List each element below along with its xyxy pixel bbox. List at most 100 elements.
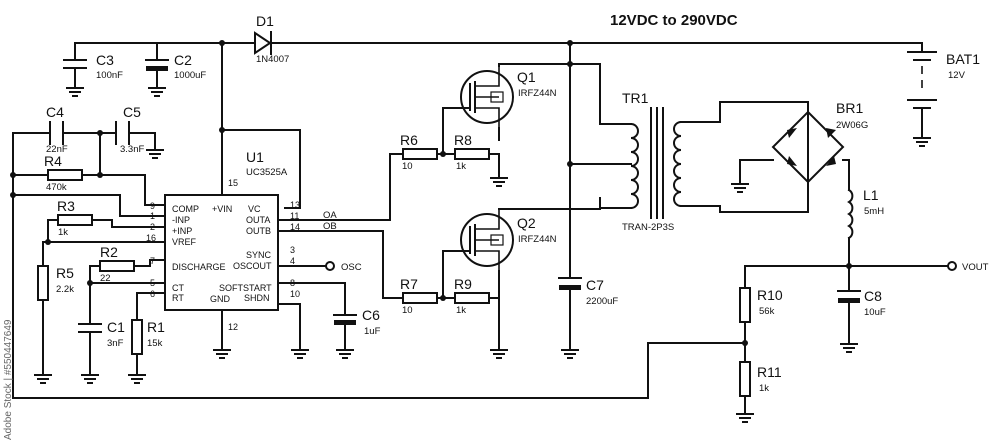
u1-pin-name-comp: COMP	[172, 204, 199, 214]
u1-value: UC3525A	[246, 167, 288, 178]
capacitor-c3	[63, 42, 87, 97]
u1-ref: U1	[246, 149, 264, 165]
osc-label: OSC	[341, 262, 362, 273]
r5-value: 2.2k	[56, 284, 74, 295]
mosfet-q1	[442, 63, 571, 155]
resistor-r2	[99, 260, 135, 272]
bat1-value: 12V	[948, 70, 966, 81]
u1-pin-name-oscout: OSCOUT	[233, 261, 272, 271]
br1-value: 2W06G	[836, 120, 868, 131]
u1-pin-13: 13	[290, 200, 300, 210]
u1-pin-14: 14	[290, 222, 300, 232]
u1-pin-4: 4	[290, 256, 295, 266]
r10-value: 56k	[759, 306, 775, 317]
transformer-tr1	[599, 101, 809, 219]
u1-pin-12: 12	[228, 322, 238, 332]
u1-pin-15: 15	[228, 178, 238, 188]
r4-value: 470k	[46, 182, 67, 193]
net-ob-label: OB	[323, 221, 337, 232]
tr1-value: TRAN-2P3S	[622, 222, 674, 233]
c5-ref: C5	[123, 104, 141, 120]
r9-ref: R9	[454, 276, 472, 292]
c8-value: 10uF	[864, 307, 886, 318]
u1-pin-name-vin: +VIN	[212, 204, 232, 214]
u1-pin-name-shdn: SHDN	[244, 293, 270, 303]
c5-value: 3.3nF	[120, 144, 144, 155]
r1-value: 15k	[147, 338, 163, 349]
c4-value: 22nF	[46, 144, 68, 155]
c7-value: 2200uF	[586, 296, 618, 307]
net-oa-label: OA	[323, 210, 337, 221]
vout-terminal	[947, 261, 957, 271]
u1-pin-3: 3	[290, 245, 295, 255]
resistor-r3	[57, 214, 93, 226]
resistor-r4	[47, 169, 83, 181]
r1-ref: R1	[147, 319, 165, 335]
r7-ref: R7	[400, 276, 418, 292]
u1-pin-name-outa: OUTA	[246, 215, 270, 225]
u1-pin-16: 16	[146, 233, 156, 243]
resistor-r7	[402, 292, 438, 304]
c6-ref: C6	[362, 307, 380, 323]
r2-value: 22	[100, 273, 111, 284]
resistor-r6	[402, 148, 438, 160]
d1-value: 1N4007	[256, 54, 289, 65]
resistor-r5	[37, 265, 49, 301]
c7-ref: C7	[586, 277, 604, 293]
u1-pin-11: 11	[290, 211, 299, 221]
q1-value: IRFZ44N	[518, 88, 557, 99]
r3-ref: R3	[57, 198, 75, 214]
u1-pin-name-inm: -INP	[172, 215, 190, 225]
tr1-ref: TR1	[622, 90, 649, 106]
u1-pin-name-discharge: DISCHARGE	[172, 262, 226, 272]
q2-value: IRFZ44N	[518, 234, 557, 245]
q2-ref: Q2	[517, 215, 536, 231]
u1-pin-name-vref: VREF	[172, 237, 197, 247]
r3-value: 1k	[58, 227, 68, 238]
r6-ref: R6	[400, 132, 418, 148]
c4-ref: C4	[46, 104, 64, 120]
r11-ref: R11	[757, 364, 782, 380]
d1-ref: D1	[256, 13, 274, 29]
r7-value: 10	[402, 305, 413, 316]
r2-ref: R2	[100, 244, 118, 260]
ic-u1	[164, 194, 279, 311]
r9-value: 1k	[456, 305, 466, 316]
bridge-rectifier-br1	[739, 110, 850, 191]
c1-value: 3nF	[107, 338, 124, 349]
u1-pin-name-ct: CT	[172, 283, 184, 293]
diode-d1	[254, 31, 272, 55]
r5-ref: R5	[56, 265, 74, 281]
resistor-r8	[454, 148, 490, 160]
osc-terminal	[325, 261, 335, 271]
l1-ref: L1	[863, 187, 879, 203]
resistor-r11	[739, 361, 751, 397]
watermark-text: Adobe Stock | #550447649	[3, 319, 14, 440]
q1-ref: Q1	[517, 69, 536, 85]
c3-value: 100nF	[96, 70, 123, 81]
u1-pin-name-sync: SYNC	[246, 250, 272, 260]
l1-value: 5mH	[864, 206, 884, 217]
r6-value: 10	[402, 161, 413, 172]
c2-ref: C2	[174, 52, 192, 68]
schematic-title: 12VDC to 290VDC	[610, 12, 738, 29]
vout-label: VOUT	[962, 262, 989, 273]
u1-pin-10: 10	[290, 289, 300, 299]
resistor-r1	[131, 319, 143, 355]
br1-ref: BR1	[836, 100, 863, 116]
u1-pin-name-rt: RT	[172, 293, 184, 303]
battery-bat1	[907, 51, 937, 147]
u1-pin-name-inp: +INP	[172, 226, 192, 236]
r11-value: 1k	[759, 383, 769, 394]
r10-ref: R10	[757, 287, 783, 303]
u1-pin-name-vc: VC	[248, 204, 261, 214]
u1-pin-name-gnd: GND	[210, 294, 231, 304]
u1-pin-name-outb: OUTB	[246, 226, 271, 236]
c2-value: 1000uF	[174, 70, 206, 81]
bat1-ref: BAT1	[946, 51, 980, 67]
c6-value: 1uF	[364, 326, 381, 337]
u1-pin-name-softstart: SOFTSTART	[219, 283, 272, 293]
resistor-r10	[739, 287, 751, 323]
r8-value: 1k	[456, 161, 466, 172]
